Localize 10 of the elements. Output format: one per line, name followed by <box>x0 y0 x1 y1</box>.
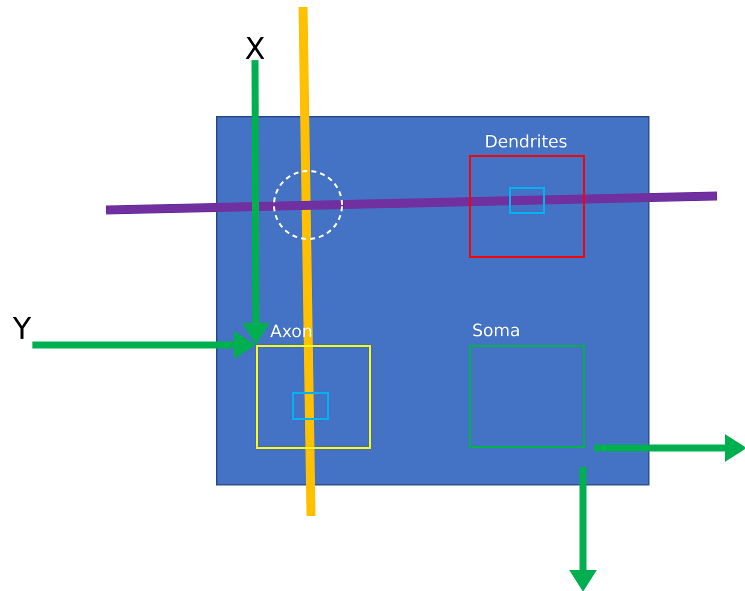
region-box: Dendrites <box>469 134 585 258</box>
panel <box>216 116 650 486</box>
node-label: Soma <box>473 324 519 336</box>
axis-letter: Y <box>12 317 32 339</box>
dashed-circle <box>273 170 343 240</box>
node-label: Dendrites <box>486 134 567 148</box>
small-box <box>509 187 545 214</box>
region-box: Soma <box>469 324 585 448</box>
axis-letter: X <box>246 37 264 59</box>
small-box <box>292 392 329 420</box>
